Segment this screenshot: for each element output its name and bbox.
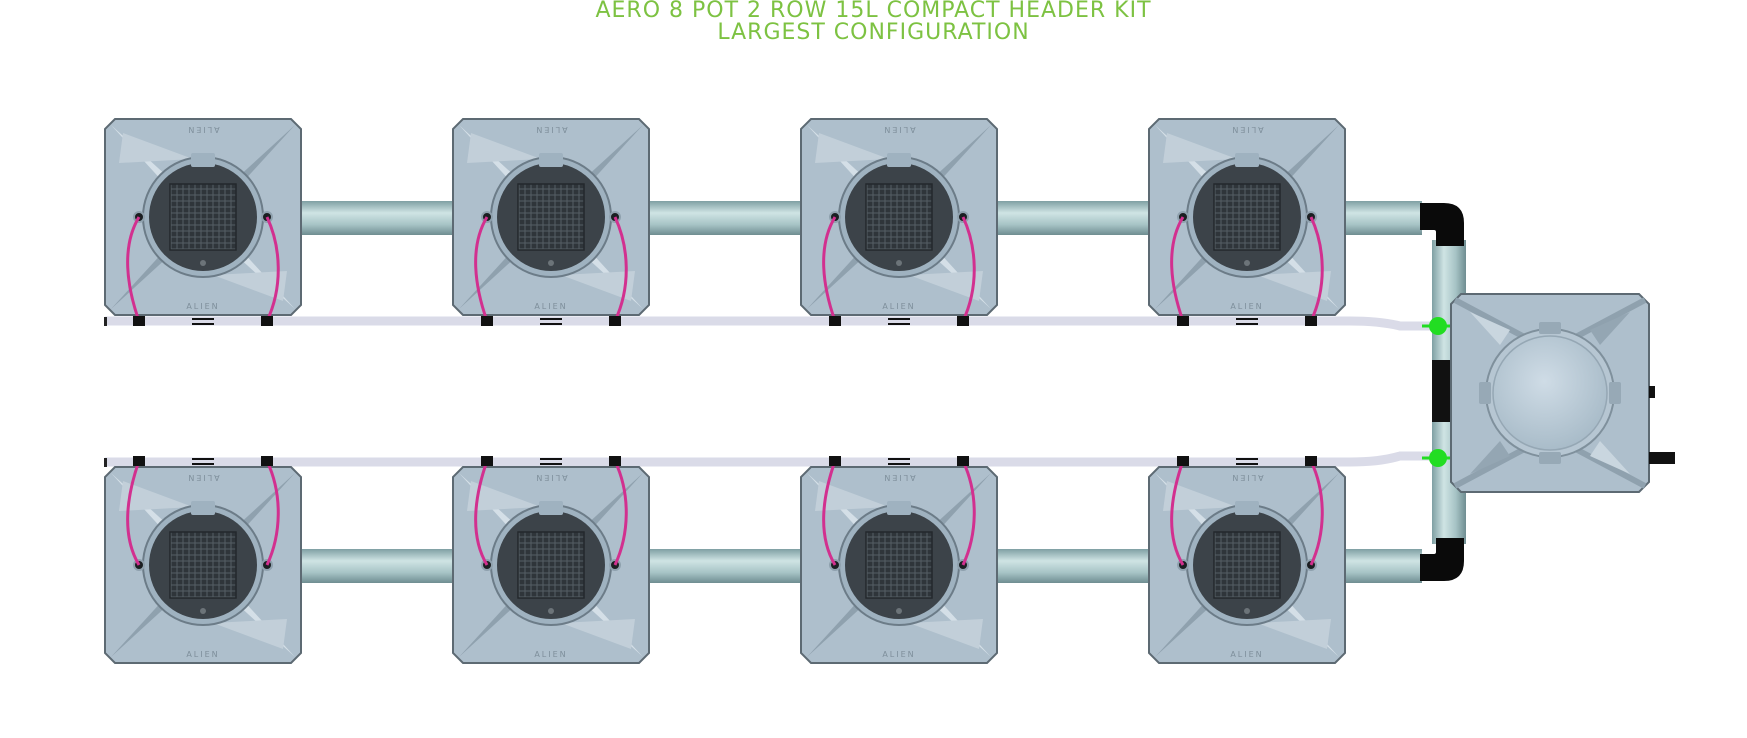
drip-tube	[265, 216, 280, 322]
top-row-pipes	[296, 201, 1422, 235]
pot-brand-label: ALIEN	[882, 473, 915, 482]
header-tank-icon	[1450, 293, 1675, 493]
drip-tube	[1170, 460, 1185, 566]
pot-brand-label: ALIEN	[882, 302, 915, 311]
pot-brand-label: ALIEN	[534, 650, 567, 659]
connector-icon	[1422, 449, 1450, 467]
drip-tube	[613, 460, 628, 566]
grow-pot-icon: ALIEN ALIEN	[1148, 118, 1346, 326]
drip-tube	[1309, 216, 1324, 322]
pot-brand-label: ALIEN	[534, 125, 567, 134]
drain-line-bottom	[105, 451, 1436, 467]
pipe-segment	[644, 549, 802, 583]
drain-line-end	[104, 317, 107, 326]
title-line-1: AERO 8 POT 2 ROW 15L COMPACT HEADER KIT	[595, 0, 1152, 23]
grow-pot-icon: ALIEN ALIEN	[104, 456, 302, 664]
drip-tube	[265, 460, 280, 566]
pipe-segment	[296, 201, 454, 235]
drain-line-end	[104, 458, 107, 467]
pot-brand-label: ALIEN	[1230, 473, 1263, 482]
pipe-segment	[644, 201, 802, 235]
pipe-segment	[296, 549, 454, 583]
pipe-segment	[1340, 201, 1422, 235]
drip-tube	[1170, 216, 1185, 322]
drip-tube	[474, 460, 489, 566]
drip-tube	[126, 460, 141, 566]
grow-pot-icon: ALIEN ALIEN	[452, 118, 650, 326]
drip-tube	[126, 216, 141, 322]
pot-brand-label: ALIEN	[1230, 302, 1263, 311]
drip-tube	[613, 216, 628, 322]
pot-brand-label: ALIEN	[1230, 125, 1263, 134]
elbow-fitting-icon	[1420, 203, 1464, 246]
drip-tube	[961, 216, 976, 322]
pot-brand-label: ALIEN	[186, 473, 219, 482]
pots: ALIENALIENALIENALIENALIENALIENALIENALIEN…	[104, 118, 1346, 664]
drip-tube	[961, 460, 976, 566]
drain-line-top	[105, 316, 1436, 331]
grow-pot-icon: ALIEN ALIEN	[800, 118, 998, 326]
grow-pot-icon: ALIEN ALIEN	[1148, 456, 1346, 664]
pot-brand-label: ALIEN	[186, 650, 219, 659]
title-line-2: LARGEST CONFIGURATION	[717, 20, 1030, 45]
pot-brand-label: ALIEN	[882, 125, 915, 134]
elbow-fitting-icon	[1420, 538, 1464, 581]
drip-tube	[474, 216, 489, 322]
drip-tube	[1309, 460, 1324, 566]
bottom-row-pipes	[296, 549, 1422, 583]
connector-icon	[1422, 317, 1450, 335]
pipe-segment	[1340, 549, 1422, 583]
grow-pot-icon: ALIEN ALIEN	[800, 456, 998, 664]
pipe-segment	[992, 549, 1150, 583]
pot-brand-label: ALIEN	[534, 302, 567, 311]
grow-pot-icon: ALIEN ALIEN	[452, 456, 650, 664]
pot-brand-label: ALIEN	[1230, 650, 1263, 659]
grow-pot-icon: ALIEN ALIEN	[104, 118, 302, 326]
pot-brand-label: ALIEN	[186, 125, 219, 134]
pot-brand-label: ALIEN	[534, 473, 567, 482]
drip-tube	[822, 216, 837, 322]
pot-brand-label: ALIEN	[882, 650, 915, 659]
pipe-segment	[992, 201, 1150, 235]
pot-brand-label: ALIEN	[186, 302, 219, 311]
diagram-title: AERO 8 POT 2 ROW 15L COMPACT HEADER KIT …	[0, 0, 1747, 44]
drip-tube	[822, 460, 837, 566]
